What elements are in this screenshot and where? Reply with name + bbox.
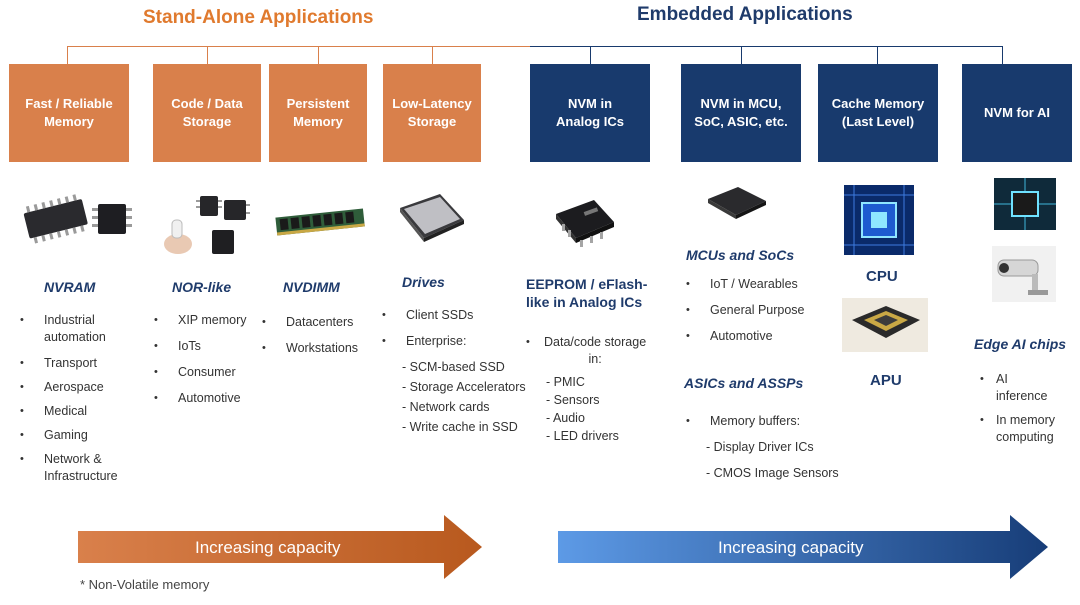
standalone-connector-line (67, 46, 530, 47)
list-item: Automotive (154, 390, 247, 407)
list-item: AI inference (980, 371, 1055, 405)
mcu-chip-image (708, 187, 766, 219)
connector-tick (432, 46, 433, 64)
category-nvm-analog-ics: NVM in Analog ICs (530, 64, 650, 162)
embedded-arrow-label: Increasing capacity (718, 538, 864, 557)
connector-tick (67, 46, 68, 64)
nvdimm-heading: NVDIMM (283, 279, 340, 295)
asics-assps-list: Memory buffers: - Display Driver ICs - C… (686, 413, 839, 485)
list-item: - Sensors (546, 393, 600, 407)
drives-heading: Drives (402, 274, 445, 290)
list-item: XIP memory (154, 312, 247, 329)
list-item: Automotive (686, 328, 805, 345)
list-item: IoT / Wearables (686, 276, 805, 293)
mcus-socs-heading: MCUs and SoCs (686, 247, 795, 263)
nor-like-heading: NOR-like (172, 279, 232, 295)
connector-tick (877, 46, 878, 64)
list-item: Medical (20, 403, 118, 420)
list-item: In memory computing (980, 412, 1055, 446)
list-item: - LED drivers (546, 429, 619, 443)
list-item: Enterprise: (382, 333, 526, 350)
list-item: - Audio (546, 411, 585, 425)
list-item: IoTs (154, 338, 247, 355)
category-nvm-for-ai: NVM for AI (962, 64, 1072, 162)
list-item: Industrial automation (20, 312, 118, 346)
list-item: Workstations (262, 340, 358, 357)
list-item: - Display Driver ICs (706, 440, 814, 454)
list-item: - Write cache in SSD (402, 420, 518, 434)
embedded-group-title: Embedded Applications (637, 4, 853, 25)
list-item: - Storage Accelerators (402, 380, 526, 394)
footnote: * Non-Volatile memory (80, 577, 210, 592)
ssd-drive-image (400, 194, 464, 242)
eeprom-list: Data/code storage in: - PMIC - Sensors -… (526, 334, 646, 446)
edge-ai-heading: Edge AI chips (974, 336, 1067, 352)
list-item: - Network cards (402, 400, 490, 414)
cpu-heading: CPU (866, 268, 898, 285)
nvdimm-list: Datacenters Workstations (262, 314, 358, 364)
list-item: Data/code storage in: (526, 334, 646, 368)
edge-ai-list: AI inference In memory computing (980, 371, 1055, 453)
nvram-list: Industrial automation Transport Aerospac… (20, 312, 118, 492)
apu-image (842, 298, 928, 352)
list-item: Network & Infrastructure (20, 451, 118, 485)
category-nvm-mcu-soc: NVM in MCU, SoC, ASIC, etc. (681, 64, 801, 162)
drives-list: Client SSDs Enterprise: - SCM-based SSD … (382, 307, 526, 439)
list-item: - PMIC (546, 375, 585, 389)
asics-assps-heading: ASICs and ASSPs (684, 375, 804, 391)
embedded-capacity-arrow (558, 515, 1048, 579)
list-item: Datacenters (262, 314, 358, 331)
list-item: Gaming (20, 427, 118, 444)
analog-ic-image (556, 200, 614, 247)
category-persistent-memory: Persistent Memory (269, 64, 367, 162)
list-item: - CMOS Image Sensors (706, 466, 839, 480)
nvdimm-module-image (275, 208, 365, 236)
list-item: - SCM-based SSD (402, 360, 505, 374)
list-item: Aerospace (20, 379, 118, 396)
connector-tick (1002, 46, 1003, 64)
nvram-heading: NVRAM (44, 279, 96, 295)
standalone-group-title: Stand-Alone Applications (143, 7, 374, 28)
eeprom-heading: EEPROM / eFlash- like in Analog ICs (526, 276, 648, 310)
nvram-chip-image (23, 194, 132, 244)
connector-tick (207, 46, 208, 64)
category-code-data-storage: Code / Data Storage (153, 64, 261, 162)
category-cache-memory: Cache Memory (Last Level) (818, 64, 938, 162)
embedded-connector-line (530, 46, 1002, 47)
standalone-arrow-label: Increasing capacity (195, 538, 341, 557)
list-item: Client SSDs (382, 307, 526, 324)
standalone-capacity-arrow (78, 515, 482, 579)
nor-like-list: XIP memory IoTs Consumer Automotive (154, 312, 247, 414)
connector-tick (318, 46, 319, 64)
mcus-socs-list: IoT / Wearables General Purpose Automoti… (686, 276, 805, 352)
ai-chip-image (994, 178, 1056, 230)
list-item: General Purpose (686, 302, 805, 319)
list-item: Memory buffers: (686, 413, 839, 430)
security-camera-image (992, 246, 1056, 302)
apu-heading: APU (870, 372, 902, 389)
connector-tick (741, 46, 742, 64)
category-low-latency-storage: Low-Latency Storage (383, 64, 481, 162)
nor-chips-image (164, 196, 250, 254)
cpu-image (844, 185, 914, 255)
list-item: Consumer (154, 364, 247, 381)
category-fast-reliable-memory: Fast / Reliable Memory (9, 64, 129, 162)
list-item: Transport (20, 355, 118, 372)
connector-tick (590, 46, 591, 64)
